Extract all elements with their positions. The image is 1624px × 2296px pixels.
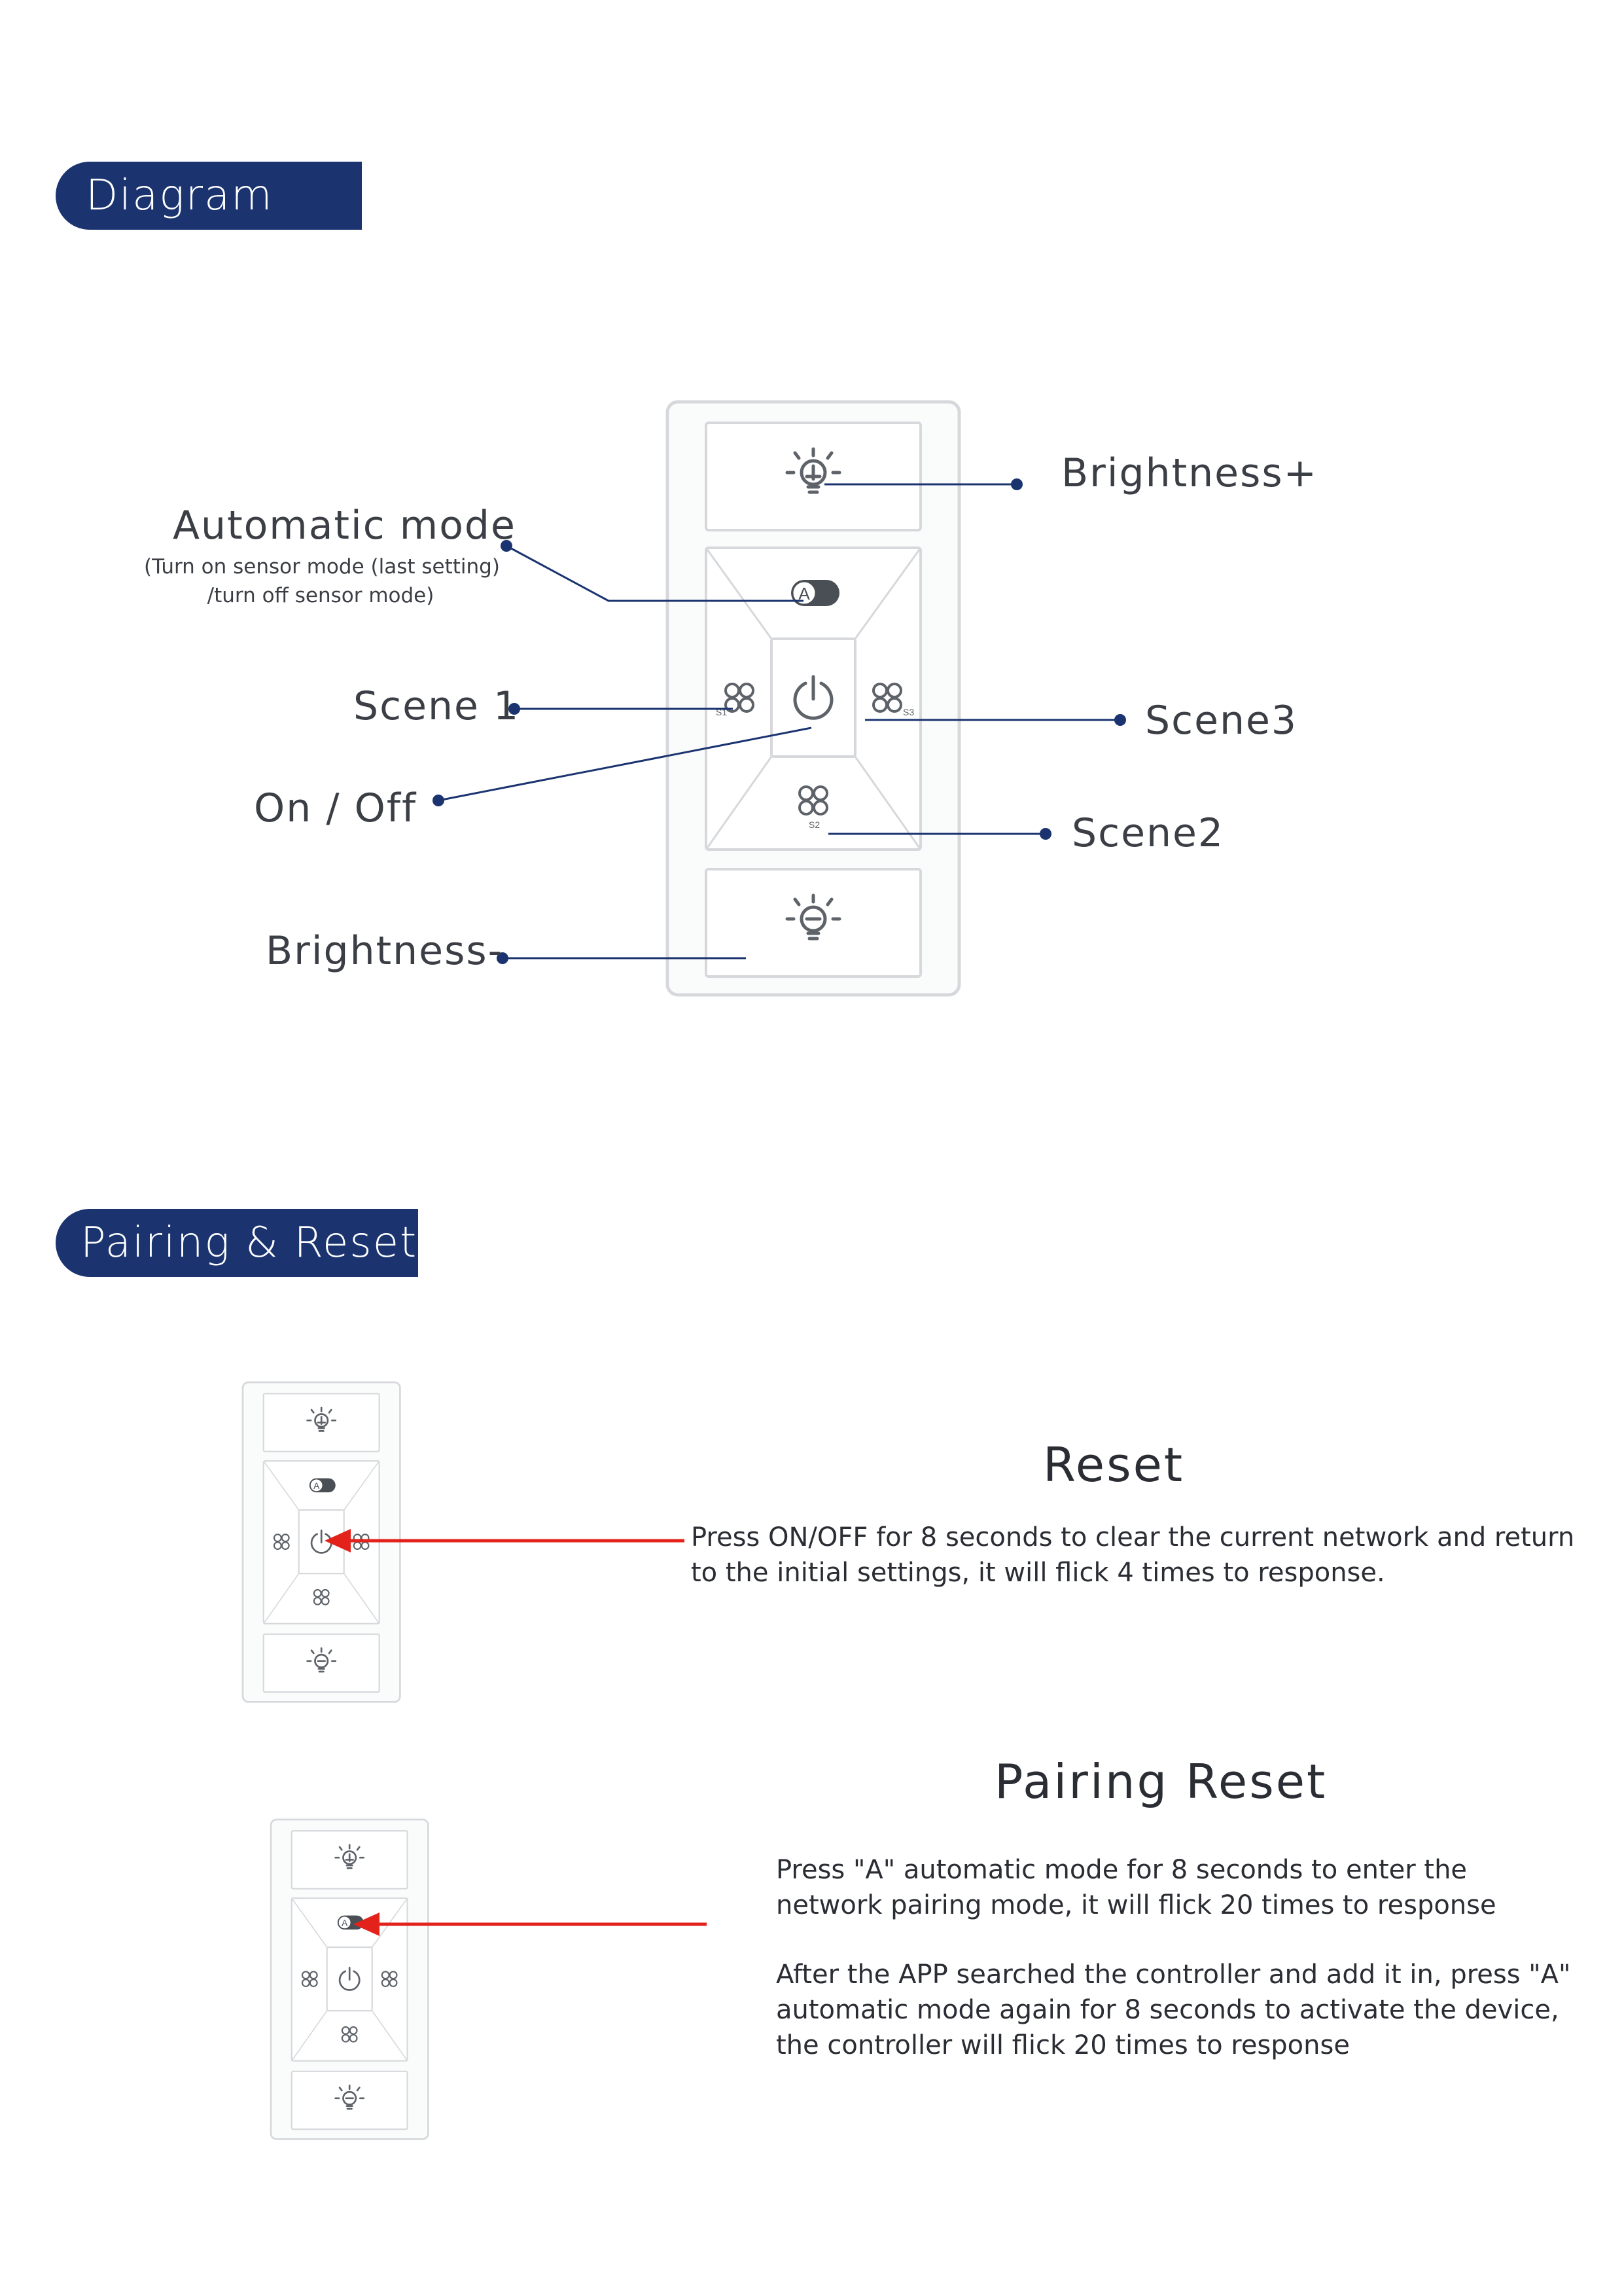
pairing-reset-p1-line2: network pairing mode, it will flick 20 t… bbox=[776, 1890, 1496, 1920]
automatic-mode-note-line1: (Turn on sensor mode (last setting) bbox=[144, 555, 500, 579]
pairing-remote-illustration bbox=[270, 1818, 429, 2140]
pairing-reset-p2-line2: automatic mode again for 8 seconds to ac… bbox=[776, 1995, 1559, 2025]
pairing-reset-heading: Pairing Reset bbox=[995, 1754, 1328, 1809]
pairing-reset-p1-line1: Press "A" automatic mode for 8 seconds t… bbox=[776, 1855, 1468, 1885]
scene2-dot bbox=[1040, 828, 1051, 840]
pairing-reset-p2-line1: After the APP searched the controller an… bbox=[776, 1960, 1571, 1990]
pairing-arrow bbox=[353, 1912, 707, 1936]
on-off-label: On / Off bbox=[254, 785, 417, 831]
scene1-dot bbox=[508, 703, 520, 715]
reset-arrow bbox=[325, 1529, 684, 1552]
reset-heading: Reset bbox=[1043, 1437, 1185, 1492]
brightness-minus-dot bbox=[497, 952, 508, 964]
arrow-icon bbox=[353, 1912, 380, 1936]
callout-lines bbox=[432, 478, 1126, 964]
arrow-icon bbox=[325, 1529, 351, 1552]
automatic-mode-dot bbox=[501, 540, 512, 552]
brightness-plus-dot bbox=[1011, 478, 1023, 490]
scene2-label: Scene2 bbox=[1072, 810, 1225, 856]
brightness-plus-label: Brightness+ bbox=[1061, 450, 1318, 496]
brightness-minus-label: Brightness- bbox=[266, 928, 504, 974]
scene1-label: Scene 1 bbox=[353, 683, 520, 729]
pairing-reset-p2-line3: the controller will flick 20 times to re… bbox=[776, 2030, 1350, 2060]
scene3-dot bbox=[1114, 714, 1126, 726]
reset-line1: Press ON/OFF for 8 seconds to clear the … bbox=[691, 1522, 1575, 1552]
scene3-label: Scene3 bbox=[1145, 698, 1298, 744]
automatic-mode-label: Automatic mode bbox=[173, 503, 516, 548]
diagram-section-tab: Diagram bbox=[56, 162, 362, 230]
s2-mark: S2 bbox=[809, 819, 820, 830]
pairing-section-title: Pairing & Reset bbox=[80, 1219, 418, 1267]
pairing-section-tab: Pairing & Reset bbox=[56, 1209, 418, 1277]
automatic-mode-note-line2: /turn off sensor mode) bbox=[207, 584, 434, 607]
diagram-section-title: Diagram bbox=[86, 171, 274, 220]
main-remote-illustration bbox=[667, 402, 959, 995]
s3-mark: S3 bbox=[903, 707, 914, 717]
on-off-dot bbox=[432, 795, 444, 806]
reset-line2: to the initial settings, it will flick 4… bbox=[691, 1558, 1385, 1588]
